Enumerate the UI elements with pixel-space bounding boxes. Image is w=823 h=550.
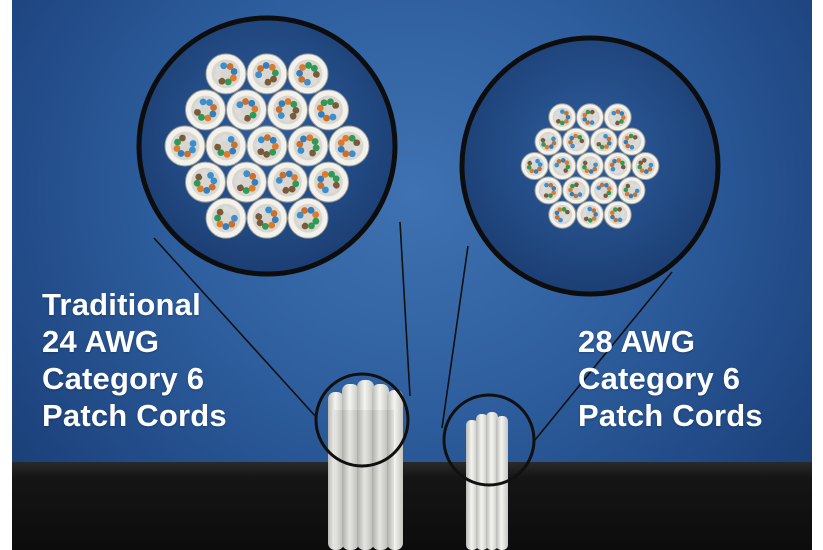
cable-cross-section — [534, 176, 563, 205]
cable-cross-section — [246, 197, 288, 239]
photo-scene: Traditional 24 AWG Category 6 Patch Cord… — [12, 0, 812, 550]
cable-cross-section — [631, 152, 660, 180]
cable-cross-section — [205, 125, 247, 167]
cable-cross-section — [287, 125, 329, 167]
cable-cross-section — [576, 200, 604, 229]
black-surface — [12, 462, 812, 550]
cable-cross-section — [287, 53, 329, 95]
cable-cross-section — [603, 103, 632, 132]
right-caption-line-2: Category 6 — [578, 361, 741, 396]
cable-cross-section — [589, 176, 618, 205]
cable-cross-section — [562, 176, 591, 205]
magnifier-guide-lines — [153, 221, 673, 441]
cable-cross-section — [562, 127, 591, 156]
cable-cross-section — [164, 125, 206, 167]
right-caption-line-1: 28 AWG — [578, 324, 696, 359]
cable-cross-section — [603, 200, 632, 229]
cable-cross-section — [308, 161, 349, 203]
cable-cross-section — [548, 103, 577, 132]
cable-cross-section — [603, 152, 632, 180]
cable-cross-section — [576, 152, 604, 180]
cable-cross-section — [185, 161, 226, 203]
cable-cross-section — [267, 89, 308, 131]
left-caption-line-3: Category 6 — [42, 361, 205, 396]
cable-cross-section — [267, 161, 308, 203]
left-magnified-cross-section — [136, 15, 398, 277]
left-caption-line-1: Traditional — [42, 287, 201, 322]
right-caption-line-3: Patch Cords — [578, 398, 763, 433]
cable-cross-section — [589, 127, 618, 156]
right-caption: 28 AWG Category 6 Patch Cords — [578, 323, 763, 434]
right-magnified-cross-section — [459, 35, 721, 297]
cable-illustration — [136, 15, 721, 550]
left-bundle-loupe — [314, 372, 410, 468]
cable-cross-section — [185, 89, 226, 131]
cable-cross-section — [548, 200, 577, 229]
cable-cross-section — [617, 127, 646, 156]
left-cable-bundle — [328, 380, 403, 550]
cable-cross-section — [617, 176, 646, 205]
cable-cross-section — [205, 53, 247, 95]
right-white-margin — [812, 0, 823, 550]
cable-cross-section — [308, 89, 349, 131]
left-caption-line-4: Patch Cords — [42, 398, 227, 433]
left-caption: Traditional 24 AWG Category 6 Patch Cord… — [42, 286, 227, 434]
cable-cross-section — [534, 127, 563, 156]
cable-cross-section — [328, 125, 370, 167]
cable-cross-section — [520, 152, 549, 180]
left-caption-line-2: 24 AWG — [42, 324, 160, 359]
cable-cross-section — [246, 125, 288, 167]
right-cable-bundle — [466, 412, 508, 550]
cable-cross-section — [226, 89, 267, 131]
cable-cross-section — [226, 161, 267, 203]
left-white-margin — [0, 0, 12, 550]
right-bundle-loupe — [442, 393, 536, 487]
cable-cross-section — [205, 197, 247, 239]
cable-cross-section — [246, 53, 288, 95]
cable-cross-section — [576, 103, 604, 132]
cable-cross-section — [548, 152, 577, 180]
cable-cross-section — [287, 197, 329, 239]
